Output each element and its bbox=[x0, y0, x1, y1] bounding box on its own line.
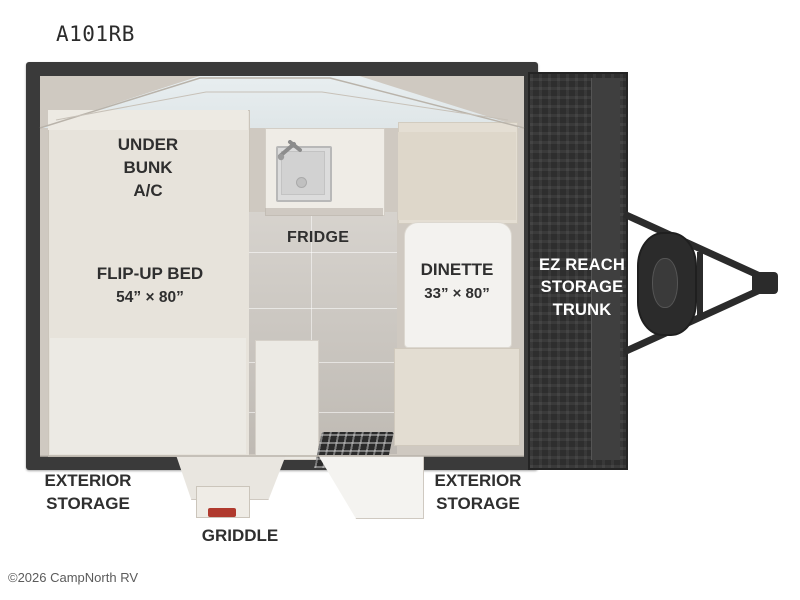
exterior-storage-right-label-group: EXTERIOR STORAGE bbox=[398, 470, 558, 516]
under-bunk-label-line3: A/C bbox=[133, 180, 163, 200]
copyright-notice: ©2026 CampNorth RV bbox=[8, 570, 139, 585]
countertop-edge bbox=[265, 208, 383, 216]
dinette-label-group: DINETTE 33” × 80” bbox=[404, 258, 510, 304]
trunk-inner-panel bbox=[591, 78, 620, 460]
trunk-label-line1: EZ REACH bbox=[539, 256, 625, 274]
trunk-label-group: EZ REACH STORAGE TRUNK bbox=[527, 254, 637, 321]
exterior-storage-right-line1: EXTERIOR bbox=[434, 471, 522, 490]
fridge-label: FRIDGE bbox=[287, 229, 350, 246]
bed-head-panel bbox=[48, 110, 248, 130]
dinette-dimensions: 33” × 80” bbox=[424, 284, 490, 302]
tile-line bbox=[249, 252, 397, 253]
tile-line bbox=[249, 362, 397, 363]
page-title: A101RB bbox=[56, 22, 135, 46]
under-bunk-label-line1: UNDER bbox=[117, 135, 179, 154]
under-bunk-label-line2: BUNK bbox=[123, 157, 173, 177]
under-bunk-ac-label-group: UNDER BUNK A/C bbox=[78, 134, 218, 203]
dinette-label: DINETTE bbox=[420, 260, 494, 279]
flip-up-bed-dimensions: 54” × 80” bbox=[116, 288, 184, 306]
dinette-seat-back bbox=[398, 132, 516, 220]
faucet-icon bbox=[276, 140, 310, 161]
bed-foot-panel bbox=[50, 338, 246, 454]
griddle-label: GRIDDLE bbox=[201, 526, 279, 545]
dinette-table bbox=[404, 222, 512, 348]
galley-lower-cabinet bbox=[255, 340, 319, 460]
tile-line bbox=[249, 412, 397, 413]
flip-up-bed-label: FLIP-UP BED bbox=[96, 264, 204, 283]
trunk-label-line2: STORAGE bbox=[540, 278, 624, 297]
spare-tire-hub bbox=[652, 258, 678, 308]
exterior-storage-left-label-group: EXTERIOR STORAGE bbox=[18, 470, 158, 516]
trunk-label-line3: TRUNK bbox=[552, 300, 612, 319]
tile-line bbox=[311, 212, 312, 454]
sink-drain-icon bbox=[296, 177, 307, 188]
exterior-storage-left-line2: STORAGE bbox=[46, 493, 130, 513]
dinette-seat-bottom bbox=[394, 348, 520, 446]
tile-line bbox=[249, 308, 397, 309]
exterior-storage-right-line2: STORAGE bbox=[436, 493, 520, 513]
exterior-storage-left-line1: EXTERIOR bbox=[44, 471, 132, 490]
flip-up-bed-label-group: FLIP-UP BED 54” × 80” bbox=[60, 262, 240, 309]
griddle-burner-icon bbox=[208, 508, 236, 517]
